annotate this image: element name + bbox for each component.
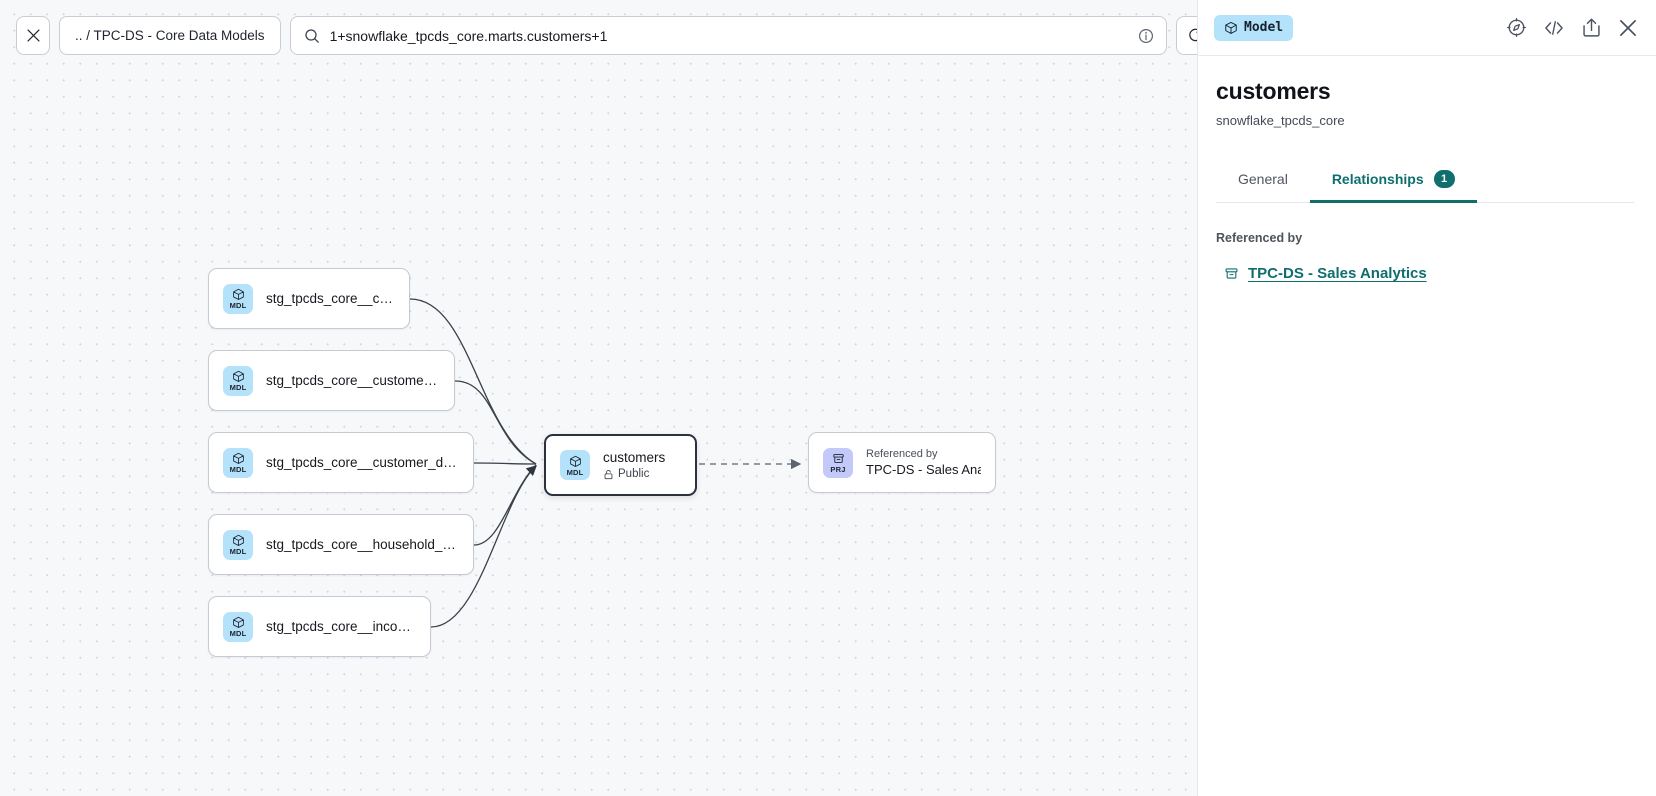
node-type-badge-mdl: MDL (223, 283, 253, 314)
badge-text: MDL (229, 629, 247, 638)
section-label-referenced-by: Referenced by (1216, 231, 1303, 245)
node-label: TPC-DS - Sales Analytics (866, 462, 981, 477)
node-text: stg_tpcds_core__income_band (266, 619, 416, 634)
tab-general[interactable]: General (1216, 161, 1310, 202)
share-icon[interactable] (1581, 17, 1602, 38)
node-label: stg_tpcds_core__customer (266, 291, 395, 306)
tab-relationships-count: 1 (1433, 170, 1455, 188)
project-icon (832, 454, 844, 463)
node-type-badge-mdl: MDL (560, 450, 590, 480)
badge-text: PRJ (830, 465, 846, 474)
node-type-badge-mdl: MDL (223, 529, 253, 560)
unlock-icon (604, 469, 613, 479)
code-icon[interactable] (1543, 18, 1565, 38)
referenced-by-link[interactable]: TPC-DS - Sales Analytics (1224, 265, 1427, 282)
node-label: stg_tpcds_core__income_band (266, 619, 416, 634)
lineage-node-selected[interactable]: MDL customers Public (544, 434, 697, 496)
canvas-toolbar: .. / TPC-DS - Core Data Models 1+snowfla… (0, 0, 1197, 55)
tab-relationships-label: Relationships (1331, 171, 1424, 187)
page-subtitle: snowflake_tpcds_core (1216, 113, 1345, 128)
close-icon[interactable] (1618, 18, 1638, 38)
search-input-value: 1+snowflake_tpcds_core.marts.customers+1 (329, 27, 608, 44)
node-label: stg_tpcds_core__customer_address (266, 373, 440, 388)
lineage-node-project[interactable]: PRJ Referenced by TPC-DS - Sales Analyti… (808, 432, 996, 493)
badge-text: MDL (229, 465, 247, 474)
node-type-badge-mdl: MDL (223, 611, 253, 642)
cube-icon (569, 455, 581, 467)
breadcrumb[interactable]: .. / TPC-DS - Core Data Models (59, 16, 281, 55)
project-icon (1225, 268, 1238, 279)
info-circle-icon[interactable] (1138, 28, 1154, 44)
node-label: stg_tpcds_core__household_demogr… (266, 537, 459, 552)
resource-type-chip: Model (1214, 14, 1294, 41)
cube-icon (232, 288, 244, 300)
refresh-icon (1188, 28, 1197, 42)
details-panel: Model custom (1197, 0, 1656, 796)
tab-general-label: General (1238, 171, 1288, 187)
panel-action-buttons (1506, 17, 1638, 38)
lineage-node[interactable]: MDL stg_tpcds_core__customer_demogra… (208, 432, 474, 493)
lineage-search-field[interactable]: 1+snowflake_tpcds_core.marts.customers+1 (289, 16, 1167, 55)
lineage-canvas[interactable]: .. / TPC-DS - Core Data Models 1+snowfla… (0, 0, 1197, 796)
node-type-badge-mdl: MDL (223, 447, 253, 478)
node-text: stg_tpcds_core__household_demogr… (266, 537, 459, 552)
node-access: Public (603, 468, 665, 480)
lineage-edges (409, 298, 802, 628)
badge-text: MDL (229, 383, 247, 392)
node-pre-label: Referenced by (866, 448, 938, 460)
referenced-by-link-label: TPC-DS - Sales Analytics (1248, 265, 1427, 282)
refresh-button[interactable] (1175, 16, 1197, 55)
cube-icon (232, 452, 244, 464)
lineage-node[interactable]: MDL stg_tpcds_core__household_demogr… (208, 514, 474, 575)
cube-icon (232, 370, 244, 382)
cube-icon (232, 616, 244, 628)
node-text: Referenced by TPC-DS - Sales Analytics (866, 448, 981, 477)
lineage-node[interactable]: MDL stg_tpcds_core__customer_address (208, 350, 455, 411)
badge-text: MDL (566, 467, 584, 477)
node-text: customers Public (603, 450, 665, 480)
badge-text: MDL (229, 547, 247, 556)
node-label: stg_tpcds_core__customer_demogra… (266, 455, 459, 470)
node-type-badge-mdl: MDL (223, 365, 253, 396)
lineage-node[interactable]: MDL stg_tpcds_core__customer (208, 268, 410, 329)
breadcrumb-label: .. / TPC-DS - Core Data Models (75, 28, 265, 43)
search-icon (304, 28, 319, 43)
explore-icon[interactable] (1506, 17, 1527, 38)
lineage-node[interactable]: MDL stg_tpcds_core__income_band (208, 596, 431, 657)
resource-type-label: Model (1244, 20, 1284, 35)
node-label: customers (603, 450, 666, 465)
node-access-label: Public (618, 468, 650, 480)
details-panel-body: customers snowflake_tpcds_core General R… (1198, 56, 1656, 282)
details-panel-header: Model (1198, 0, 1656, 56)
details-tabs: General Relationships 1 (1216, 160, 1634, 203)
node-text: stg_tpcds_core__customer (266, 291, 395, 306)
close-x-icon (26, 29, 40, 42)
close-lineage-button[interactable] (16, 16, 50, 55)
page-title: customers (1216, 78, 1331, 104)
node-text: stg_tpcds_core__customer_demogra… (266, 455, 459, 470)
badge-text: MDL (229, 301, 247, 310)
node-type-badge-prj: PRJ (823, 447, 853, 478)
cube-icon (232, 534, 244, 546)
cube-icon (1225, 21, 1237, 34)
tab-relationships[interactable]: Relationships 1 (1309, 160, 1477, 203)
node-text: stg_tpcds_core__customer_address (266, 373, 440, 388)
